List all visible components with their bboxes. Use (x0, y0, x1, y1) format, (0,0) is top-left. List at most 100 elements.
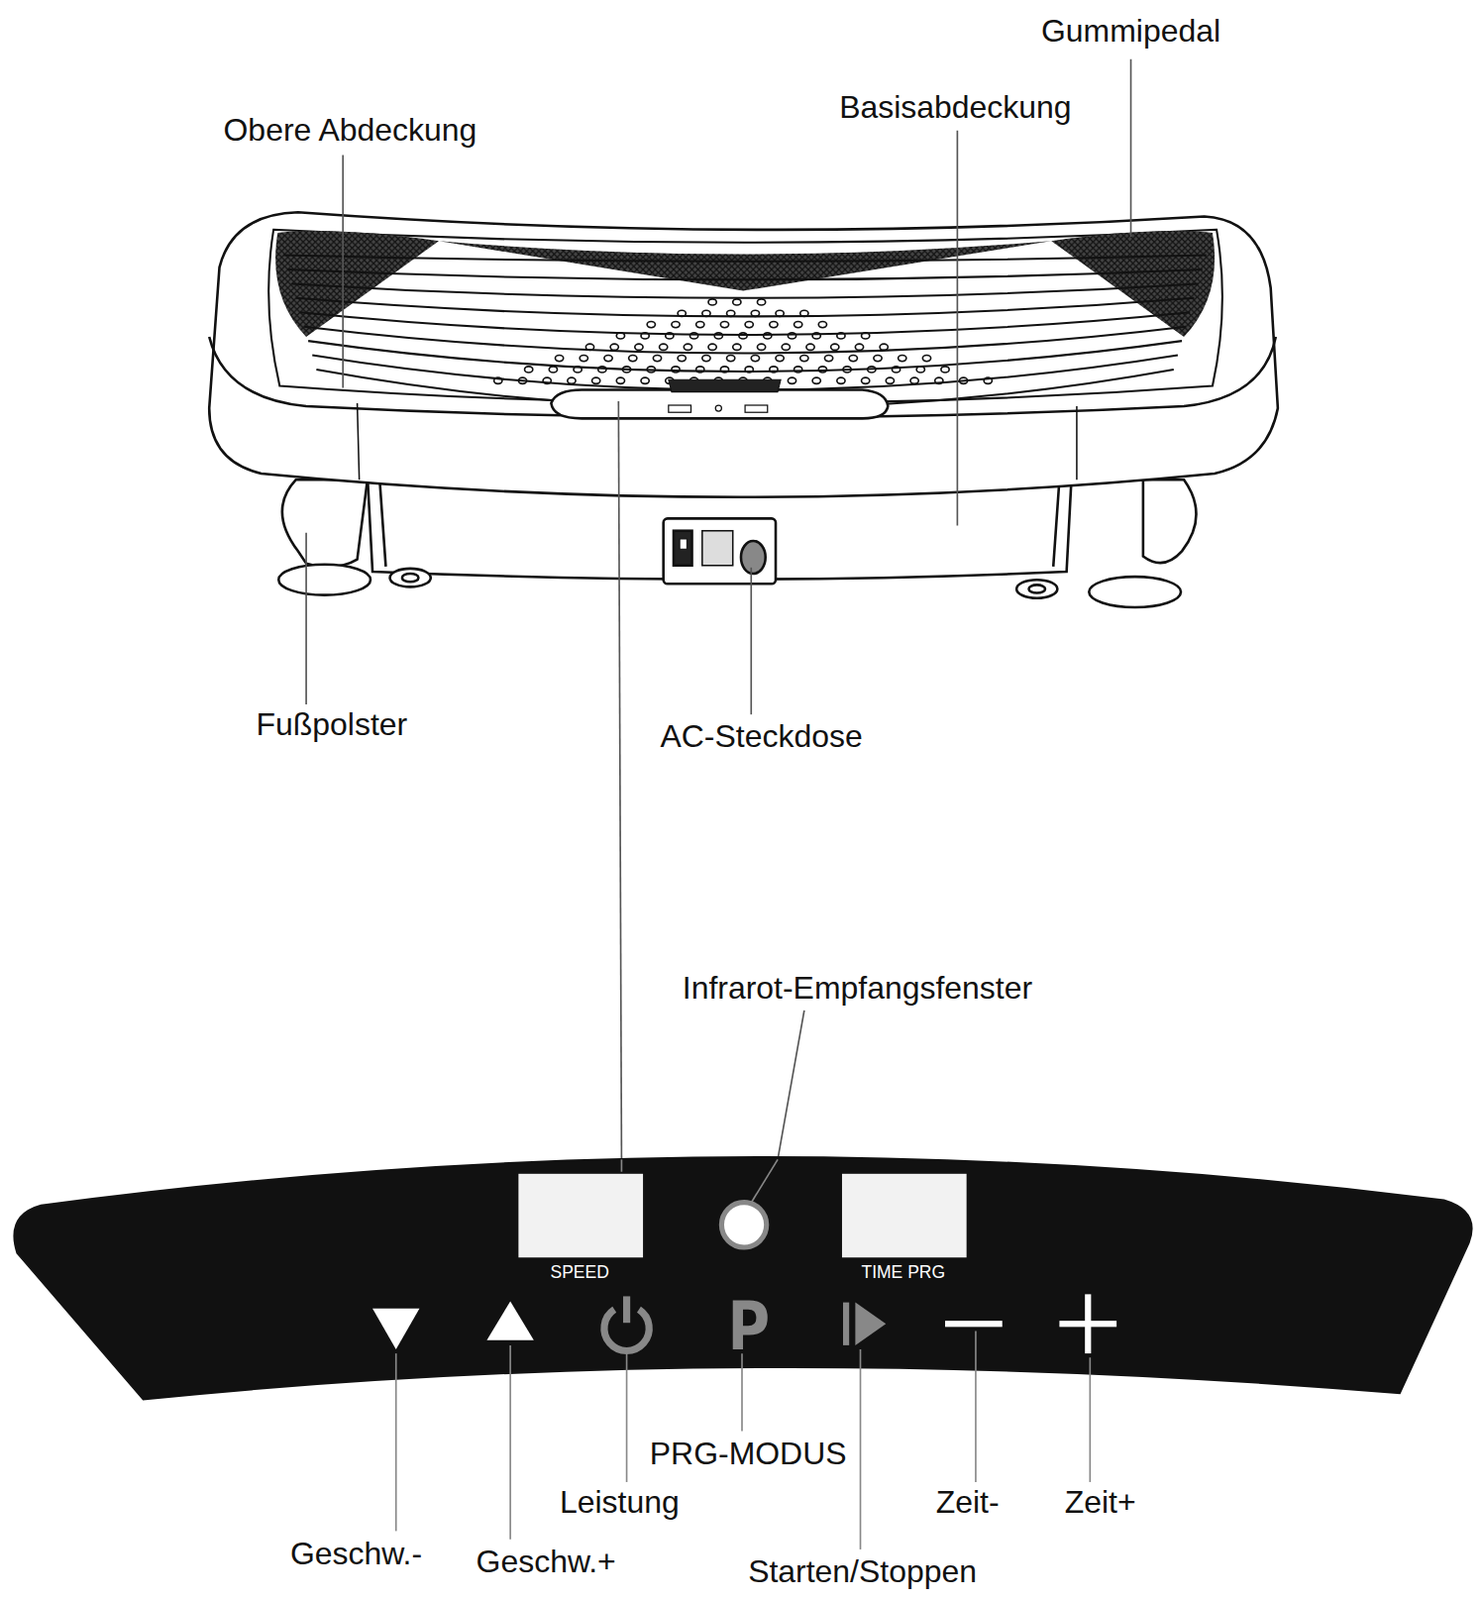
massage-dot (573, 366, 582, 373)
massage-dot (604, 355, 613, 362)
massage-dot (756, 299, 765, 306)
part-label: Zeit+ (1064, 1484, 1137, 1520)
massage-dot (689, 332, 698, 339)
massage-dot (873, 355, 882, 362)
massage-dot (818, 321, 827, 328)
massage-dot (922, 355, 931, 362)
massage-dot (983, 377, 992, 384)
massage-dot (610, 343, 619, 350)
massage-dot (750, 310, 759, 317)
massage-dot (683, 343, 692, 350)
massage-dot (843, 366, 851, 373)
massage-dot (794, 366, 803, 373)
massage-dot (794, 321, 803, 328)
massage-dot (763, 332, 772, 339)
massage-dot (720, 366, 729, 373)
massage-dot (727, 310, 736, 317)
part-label: Infrarot-Empfangsfenster (682, 970, 1033, 1006)
massage-dot (837, 377, 846, 384)
massage-dot (567, 377, 576, 384)
massage-dot (696, 366, 705, 373)
massage-dot (750, 355, 759, 362)
part-label: AC-Steckdose (660, 719, 863, 754)
massage-dot (659, 343, 668, 350)
massage-dot (640, 377, 649, 384)
part-label: Basisabdeckung (839, 91, 1071, 126)
massage-dot (806, 343, 815, 350)
massage-dot (787, 332, 796, 339)
part-label: Leistung (559, 1484, 680, 1520)
leader-lines (396, 1159, 1091, 1550)
massage-dot (744, 366, 753, 373)
massage-dot (867, 366, 876, 373)
massage-dot (756, 343, 765, 350)
massage-dot (812, 377, 821, 384)
massage-dot (800, 355, 809, 362)
massage-dot (910, 377, 919, 384)
massage-dot (646, 321, 655, 328)
part-label: Geschw.- (290, 1537, 423, 1573)
display-window (842, 1173, 967, 1258)
massage-dot (879, 343, 888, 350)
panel-shape (9, 1151, 1476, 1402)
part-label: Fußpolster (256, 707, 409, 742)
massage-dot (941, 366, 950, 373)
massage-dot (585, 343, 594, 350)
massage-dot (769, 321, 778, 328)
massage-dot (671, 366, 680, 373)
massage-dot (781, 343, 790, 350)
massage-dot (708, 299, 717, 306)
massage-dot (837, 332, 846, 339)
display-caption: TIME PRG (860, 1263, 946, 1282)
surface-stripe (304, 326, 1186, 354)
massage-dot (739, 332, 747, 339)
massage-dot (812, 332, 821, 339)
surface-stripe (296, 298, 1195, 318)
massage-dot (769, 366, 778, 373)
massage-dot (720, 321, 729, 328)
massage-dot (652, 355, 661, 362)
massage-dot (861, 332, 870, 339)
panel-body (12, 1156, 1473, 1401)
part-label: Zeit- (936, 1484, 1000, 1520)
display-window (518, 1173, 643, 1258)
massage-dot (616, 332, 625, 339)
massage-dot (885, 377, 894, 384)
massage-dot (714, 332, 723, 339)
surface-stripe (288, 269, 1203, 280)
massage-dot (592, 377, 601, 384)
massage-dot (898, 355, 907, 362)
massage-dot (744, 321, 753, 328)
display-caption: SPEED (549, 1263, 609, 1282)
massage-dot (671, 321, 680, 328)
massage-dot (916, 366, 925, 373)
surface-stripe (292, 283, 1199, 298)
massage-dot (525, 366, 533, 373)
surface-stripe (300, 312, 1190, 335)
control-panel: SPEED TIME PRG (9, 1151, 1476, 1402)
surface-stripe (308, 340, 1182, 372)
massage-dot (861, 377, 870, 384)
massage-dot (677, 310, 686, 317)
massage-dot (935, 377, 944, 384)
massage-dot (598, 366, 607, 373)
massage-dot (824, 355, 833, 362)
massage-dot (696, 321, 705, 328)
massage-dot (958, 377, 967, 384)
part-label: Starten/Stoppen (747, 1554, 977, 1590)
massage-dot (818, 366, 827, 373)
massage-dot (848, 355, 857, 362)
part-label: PRG-MODUS (649, 1437, 848, 1473)
massage-dot (733, 343, 742, 350)
massage-dot (677, 355, 686, 362)
massage-dot (787, 377, 796, 384)
part-label: Gummipedal (1041, 13, 1221, 49)
massage-dot (831, 343, 840, 350)
massage-dot (554, 355, 563, 362)
massage-dot (854, 343, 863, 350)
massage-dot (622, 366, 631, 373)
surface-stripe (283, 255, 1206, 262)
massage-dot (702, 355, 711, 362)
massage-dot (494, 377, 503, 384)
massage-dot (775, 355, 784, 362)
